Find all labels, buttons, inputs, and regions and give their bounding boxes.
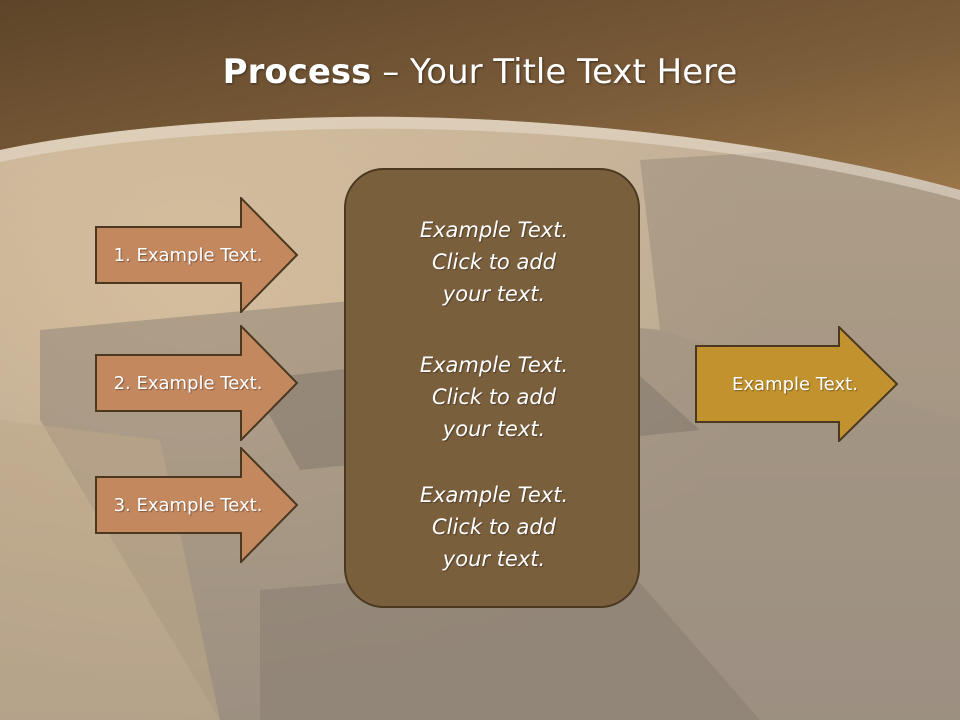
block-line-1: Example Text. [419,353,569,377]
block-line-1: Example Text. [419,218,569,242]
block-line-3: your text. [442,417,546,441]
block-line-2: Click to add [431,515,556,539]
box-text-block-2: Example Text. Click to add your text. [346,349,642,445]
arrow-label: Example Text. [732,373,858,395]
arrow-shape [95,197,299,313]
block-line-2: Click to add [431,250,556,274]
left-arrow-2[interactable]: 2. Example Text. [95,325,299,441]
title-dash: – [371,52,411,92]
slide-title[interactable]: Process – Your Title Text Here [0,52,960,92]
arrow-shape [695,326,899,442]
arrow-label: 3. Example Text. [113,494,263,516]
arrow-label: 1. Example Text. [113,244,263,266]
arrow-label: 2. Example Text. [113,372,263,394]
center-text-box[interactable]: Example Text. Click to add your text. Ex… [344,168,640,608]
box-text-block-1: Example Text. Click to add your text. [346,214,642,310]
right-arrow[interactable]: Example Text. [695,326,899,442]
title-rest: Your Title Text Here [410,52,738,92]
box-text-block-3: Example Text. Click to add your text. [346,479,642,575]
arrow-shape [95,325,299,441]
title-bold-part: Process [222,52,372,92]
arrow-shape [95,447,299,563]
block-line-1: Example Text. [419,483,569,507]
left-arrow-1[interactable]: 1. Example Text. [95,197,299,313]
block-line-3: your text. [442,282,546,306]
left-arrow-3[interactable]: 3. Example Text. [95,447,299,563]
block-line-2: Click to add [431,385,556,409]
block-line-3: your text. [442,547,546,571]
